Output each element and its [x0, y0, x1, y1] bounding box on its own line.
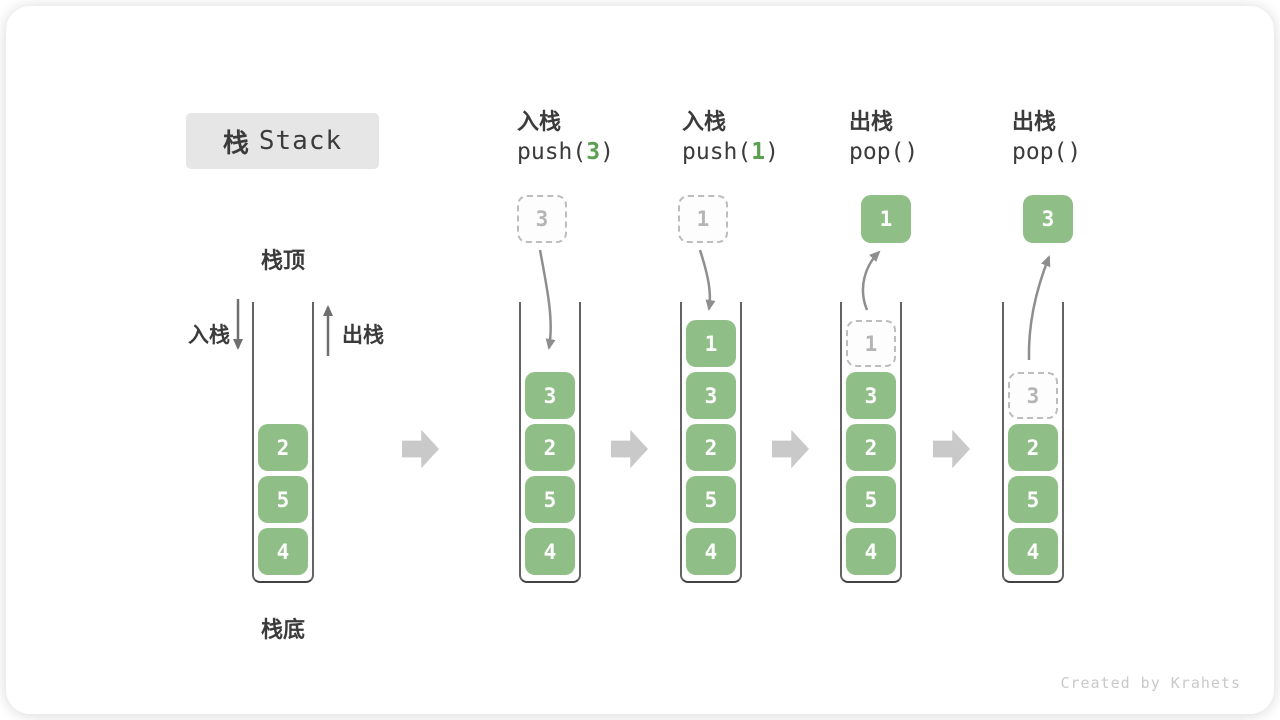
floating-push-value-3: 3 — [517, 195, 567, 243]
stack3-cell: 3 — [686, 372, 736, 419]
stack2-cell: 4 — [525, 528, 575, 575]
op1-label: 入栈 — [517, 109, 562, 134]
stack2-cell: 3 — [525, 372, 575, 419]
floating-popped-value-1: 1 — [861, 195, 911, 243]
stack3-cell: 2 — [686, 424, 736, 471]
stack5-cell: 5 — [1008, 476, 1058, 523]
op4-label: 出栈 — [1012, 109, 1057, 134]
op2-code: push(1) — [682, 139, 779, 165]
op2-code-pre: push( — [682, 139, 752, 165]
watermark: Created by Krahets — [1060, 674, 1241, 692]
stack1-cell: 4 — [258, 528, 308, 575]
stack1-cell: 5 — [258, 476, 308, 523]
stack-bottom-label: 栈底 — [260, 617, 305, 642]
stack3-cell: 1 — [686, 320, 736, 367]
stack3-cell: 5 — [686, 476, 736, 523]
floating-popped-value-3: 3 — [1023, 195, 1073, 243]
stack1-cell: 2 — [258, 424, 308, 471]
stack4-cell: 5 — [846, 476, 896, 523]
op1-code: push(3) — [517, 139, 614, 165]
op3-label: 出栈 — [849, 109, 894, 134]
op1-code-arg: 3 — [586, 139, 601, 165]
op2-label: 入栈 — [682, 109, 727, 134]
op1-code-pre: push( — [517, 139, 587, 165]
stack5-cell: 4 — [1008, 528, 1058, 575]
stack2-cell: 5 — [525, 476, 575, 523]
op2-code-arg: 1 — [751, 139, 766, 165]
op4-code: pop() — [1012, 139, 1081, 165]
title-badge: 栈 Stack — [186, 113, 379, 169]
pop-direction-label: 出栈 — [342, 324, 384, 347]
stack3-cell: 4 — [686, 528, 736, 575]
title-cn: 栈 — [222, 127, 249, 158]
stack-top-label: 栈顶 — [260, 248, 305, 273]
stack4-cell: 4 — [846, 528, 896, 575]
title-en: Stack — [258, 126, 343, 156]
push-direction-label: 入栈 — [188, 324, 230, 347]
stack5-cell: 2 — [1008, 424, 1058, 471]
op3-code-pre: pop() — [849, 139, 919, 165]
op3-code: pop() — [849, 139, 918, 165]
stack5-ghost-cell: 3 — [1008, 372, 1058, 419]
op2-code-post: ) — [765, 139, 779, 165]
stack4-cell: 2 — [846, 424, 896, 471]
op1-code-post: ) — [600, 139, 614, 165]
floating-push-value-1: 1 — [678, 195, 728, 243]
stack4-cell: 3 — [846, 372, 896, 419]
stack2-cell: 2 — [525, 424, 575, 471]
stack4-ghost-cell: 1 — [846, 320, 896, 367]
op4-code-pre: pop() — [1012, 139, 1082, 165]
